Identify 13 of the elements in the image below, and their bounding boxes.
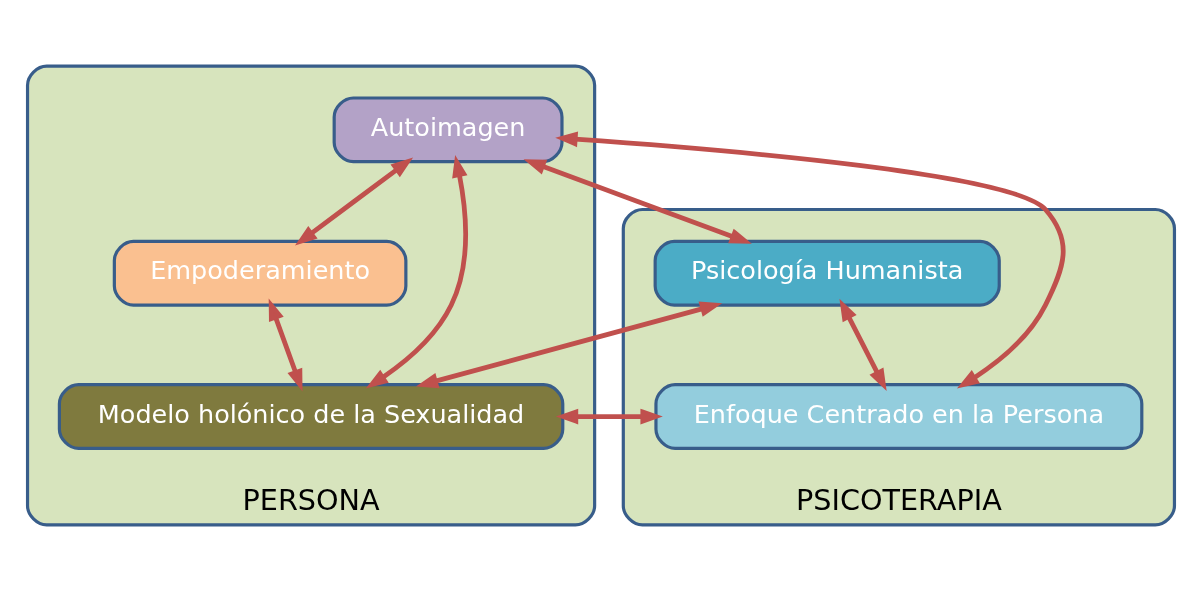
arrow <box>268 297 303 391</box>
arrow <box>555 131 1066 388</box>
arrow <box>415 301 723 388</box>
node-box: Psicología Humanista <box>653 239 1001 307</box>
node-box: Autoimagen <box>332 95 564 163</box>
arrow <box>555 408 663 424</box>
node-box: Enfoque Centrado en la Persona <box>654 382 1144 450</box>
arrow <box>523 158 752 244</box>
arrow <box>295 157 414 246</box>
node-box: Modelo holónico de la Sexualidad <box>57 382 565 450</box>
node-box: Empoderamiento <box>112 239 408 307</box>
arrow <box>365 154 468 388</box>
arrow <box>839 298 887 391</box>
